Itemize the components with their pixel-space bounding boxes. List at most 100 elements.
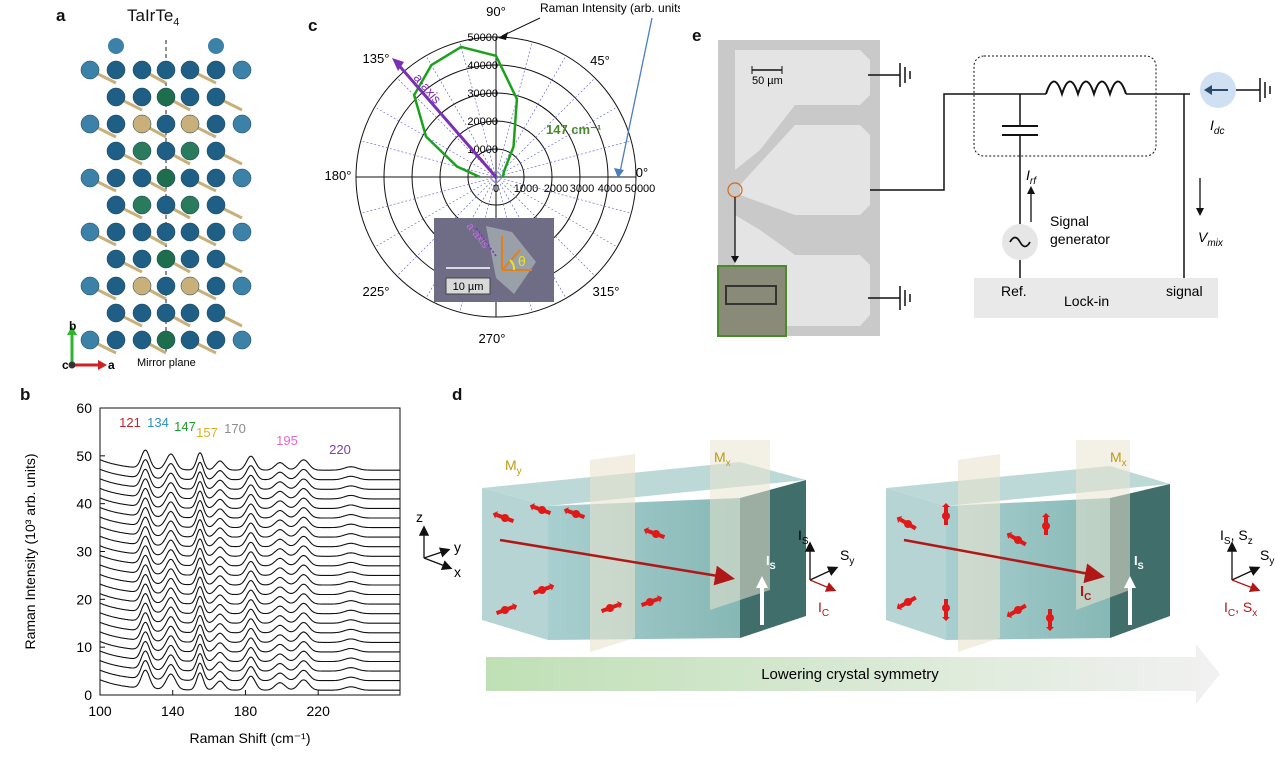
angle-label: 90° bbox=[486, 4, 506, 19]
atom bbox=[156, 330, 176, 350]
charge-current-arrow bbox=[499, 538, 735, 586]
spectrum-line bbox=[99, 468, 400, 490]
spectrum-line bbox=[99, 669, 400, 691]
polar-spoke bbox=[360, 140, 497, 178]
atom bbox=[232, 60, 252, 80]
inset-zoom-image bbox=[717, 265, 787, 337]
scale-bar-label: 50 µm bbox=[752, 75, 783, 87]
angle-label: 135° bbox=[363, 51, 390, 66]
svg-text:IS: IS bbox=[798, 527, 809, 547]
mirror-plane-caption: Mirror plane bbox=[137, 357, 196, 369]
atom bbox=[206, 114, 226, 134]
y-axis-label: Raman Intensity (10³ arb. units) bbox=[22, 453, 38, 649]
inductor-icon bbox=[1045, 80, 1127, 98]
atoms-group bbox=[80, 38, 252, 355]
atom bbox=[132, 141, 152, 161]
left-crystal-block bbox=[482, 440, 806, 652]
angle-label: 180° bbox=[325, 168, 352, 183]
atom bbox=[80, 168, 100, 188]
atom bbox=[206, 276, 226, 296]
atom bbox=[106, 141, 126, 161]
polar-spoke bbox=[360, 176, 497, 214]
radial-tick-label: 3000 bbox=[570, 183, 594, 195]
atom bbox=[156, 195, 176, 215]
ground-icon bbox=[899, 63, 911, 87]
atom bbox=[180, 60, 200, 80]
polar-raman-chart: 0°45°90°135°180°225°270°315°100002000030… bbox=[325, 1, 680, 346]
y-tick-label: 20 bbox=[76, 591, 92, 607]
vmix-label: Vmix bbox=[1198, 229, 1224, 249]
atom bbox=[132, 168, 152, 188]
xyz-axes: z y x bbox=[416, 509, 461, 580]
signal-label: signal bbox=[1166, 283, 1203, 299]
spectrum-line bbox=[99, 545, 400, 567]
peak-label: 220 bbox=[329, 442, 351, 457]
svg-text:Sy: Sy bbox=[1260, 547, 1274, 567]
my-plane bbox=[590, 454, 635, 652]
atom bbox=[106, 195, 126, 215]
blue-arrow bbox=[619, 17, 653, 173]
irf-label: Irf bbox=[1026, 167, 1037, 187]
spectrum-line bbox=[99, 650, 400, 672]
a-axis-label: a bbox=[108, 358, 115, 372]
x-tick-label: 220 bbox=[307, 703, 331, 719]
panel-a-label: a bbox=[56, 6, 66, 25]
spectrum-line bbox=[99, 592, 400, 615]
inner-ic-right: IC bbox=[1080, 583, 1091, 603]
spectrum-line bbox=[99, 640, 400, 663]
atom bbox=[180, 303, 200, 323]
radial-tick-label: 40000 bbox=[467, 60, 498, 72]
radial-tick-label: 1000 bbox=[514, 183, 538, 195]
angle-label: 45° bbox=[590, 53, 610, 68]
crystal-formula: TaIrTe bbox=[127, 6, 174, 25]
atom bbox=[106, 303, 126, 323]
atom bbox=[180, 168, 200, 188]
radial-tick-label: 30000 bbox=[467, 88, 498, 100]
atom bbox=[132, 60, 152, 80]
svg-text:x: x bbox=[454, 564, 461, 580]
atom bbox=[156, 303, 176, 323]
svg-text:Sy: Sy bbox=[840, 547, 854, 567]
atom bbox=[80, 276, 100, 296]
atom bbox=[106, 330, 126, 350]
atom bbox=[156, 60, 176, 80]
atom bbox=[132, 330, 152, 350]
idc-label: Idc bbox=[1210, 117, 1224, 137]
x-axis-label: Raman Shift (cm⁻¹) bbox=[190, 730, 311, 746]
polar-spoke bbox=[495, 176, 618, 248]
angle-label: 0° bbox=[636, 165, 648, 180]
mx-label-left: Mx bbox=[714, 449, 731, 469]
lock-in-label: Lock-in bbox=[1064, 293, 1109, 309]
spectrum-line bbox=[99, 573, 400, 596]
b-axis-label: b bbox=[69, 319, 76, 333]
device-circuit: 50 µm Irf Signal generator Ref. Lock-in … bbox=[717, 40, 1271, 337]
spectrum-line bbox=[99, 631, 400, 653]
peak-label: 147 bbox=[174, 419, 196, 434]
peak-label: 157 bbox=[196, 425, 218, 440]
spectrum-line bbox=[99, 659, 400, 682]
atom bbox=[132, 249, 152, 269]
lock-in-box bbox=[974, 278, 1218, 318]
crystal-title: TaIrTe4 bbox=[127, 6, 179, 28]
symmetry-schematic: My Mx IS z y x IS Sy IC Mx IS IC IS, bbox=[416, 440, 1274, 704]
spectrum-line bbox=[99, 554, 400, 576]
atom bbox=[156, 168, 176, 188]
atom bbox=[156, 87, 176, 107]
spin-axes-right: IS, Sz Sy IC, Sx bbox=[1220, 527, 1274, 619]
radial-tick-label: 20000 bbox=[467, 116, 498, 128]
atom bbox=[206, 87, 226, 107]
atom bbox=[132, 114, 152, 134]
polar-spoke bbox=[374, 106, 497, 178]
atom bbox=[80, 114, 100, 134]
atom bbox=[206, 168, 226, 188]
atom bbox=[106, 60, 126, 80]
atom bbox=[180, 141, 200, 161]
my-label: My bbox=[505, 457, 522, 477]
y-tick-label: 0 bbox=[84, 687, 92, 703]
intensity-label: Raman Intensity (arb. units) bbox=[540, 1, 680, 15]
spin-arrows-right bbox=[896, 503, 1054, 631]
spectrum-line bbox=[99, 459, 400, 481]
angle-label: 315° bbox=[593, 284, 620, 299]
atom bbox=[108, 38, 124, 54]
polar-spoke bbox=[495, 106, 618, 178]
